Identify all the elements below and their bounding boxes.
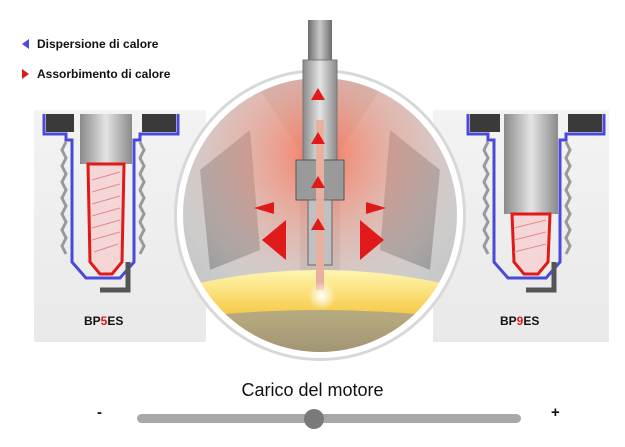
engine-cross-section xyxy=(174,20,466,361)
right-plug-label: BP9ES xyxy=(500,314,540,328)
left-triangle-icon xyxy=(22,39,29,49)
right-spark-plug xyxy=(466,114,606,293)
legend-label-dispersion: Dispersione di calore xyxy=(37,37,159,51)
engine-load-label: Carico del motore xyxy=(241,380,384,400)
engine-load-slider-thumb[interactable] xyxy=(303,409,324,429)
left-spark-plug xyxy=(42,114,180,293)
engine-load-slider-track[interactable] xyxy=(137,414,521,423)
left-heat-range: 5 xyxy=(100,314,108,328)
legend: Dispersione di calore Assorbimento di ca… xyxy=(22,36,170,96)
legend-item-absorption: Assorbimento di calore xyxy=(22,66,170,82)
slider-min-label: - xyxy=(97,404,102,421)
slider-max-label: + xyxy=(551,404,560,421)
legend-label-absorption: Assorbimento di calore xyxy=(37,67,171,81)
left-plug-label: BP5ES xyxy=(84,314,124,328)
right-triangle-icon xyxy=(22,69,29,79)
legend-item-dispersion: Dispersione di calore xyxy=(22,36,170,52)
right-heat-range: 9 xyxy=(516,314,524,328)
